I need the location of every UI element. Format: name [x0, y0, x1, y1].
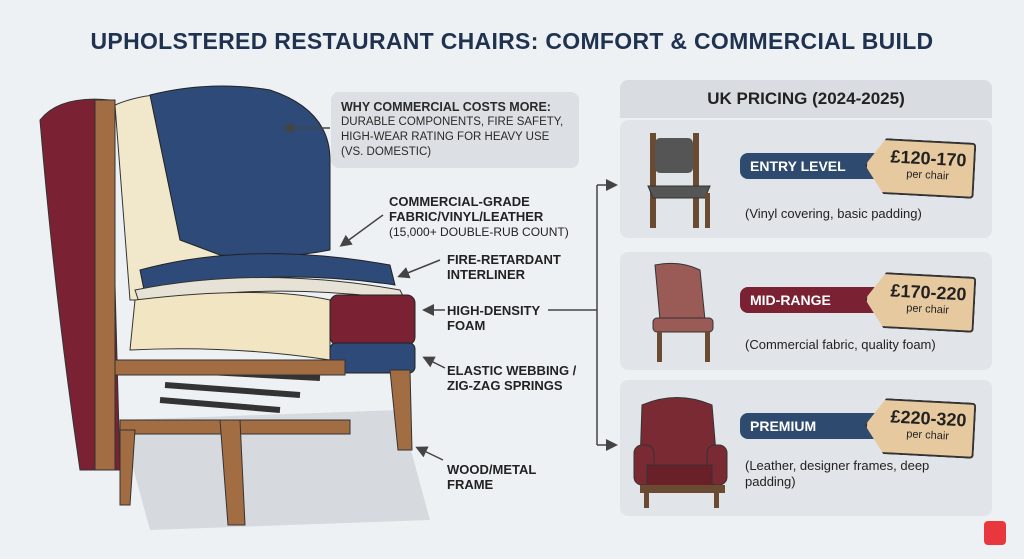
tier-desc: (Leather, designer frames, deep padding)	[745, 458, 930, 489]
why-heading: WHY COMMERCIAL COSTS MORE:	[341, 100, 551, 114]
label-frame: WOOD/METAL FRAME	[447, 462, 537, 492]
why-commercial-note: WHY COMMERCIAL COSTS MORE: DURABLE COMPO…	[331, 92, 579, 168]
pricing-heading: UK PRICING (2024-2025)	[620, 80, 992, 118]
tier-name: PREMIUM	[740, 413, 880, 439]
why-body: DURABLE COMPONENTS, FIRE SAFETY, HIGH-WE…	[341, 116, 564, 158]
label-springs: ELASTIC WEBBING / ZIG-ZAG SPRINGS	[447, 363, 577, 393]
label-interliner: FIRE-RETARDANT INTERLINER	[447, 252, 561, 282]
page-title: UPHOLSTERED RESTAURANT CHAIRS: COMFORT &…	[90, 28, 934, 54]
tier-name: ENTRY LEVEL	[740, 153, 880, 179]
pricing-panel: UK PRICING (2024-2025) ENTRY LEVEL £120-…	[620, 80, 992, 518]
chair-icon-mid	[652, 262, 714, 362]
label-foam: HIGH-DENSITY FOAM	[447, 303, 540, 333]
tier-name: MID-RANGE	[740, 287, 880, 313]
chair-icon-entry	[647, 133, 711, 228]
label-text: COMMERCIAL-GRADE FABRIC/VINYL/LEATHER	[389, 194, 544, 224]
brand-logo-icon	[984, 521, 1006, 545]
label-fabric: COMMERCIAL-GRADE FABRIC/VINYL/LEATHER(15…	[389, 194, 589, 240]
label-sub: (15,000+ DOUBLE-RUB COUNT)	[389, 225, 569, 239]
tier-desc: (Vinyl covering, basic padding)	[745, 206, 922, 221]
chair-cutaway-illustration	[39, 85, 618, 530]
tier-desc: (Commercial fabric, quality foam)	[745, 337, 936, 352]
chair-icon-premium	[633, 397, 728, 508]
